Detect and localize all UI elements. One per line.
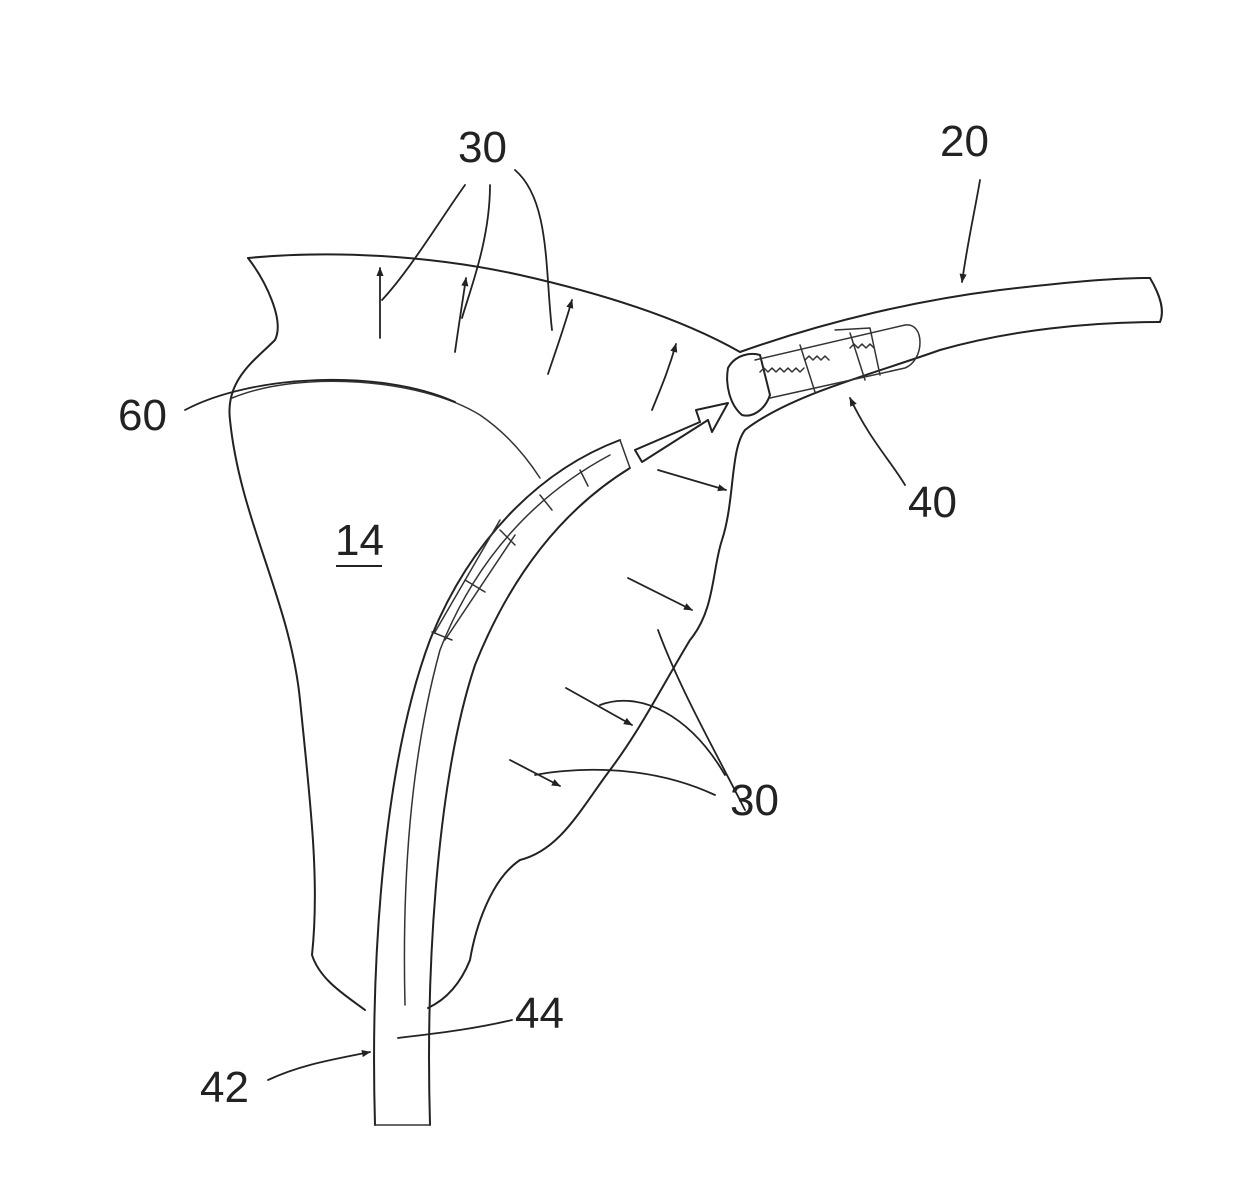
flow-arrows-top	[380, 268, 676, 410]
organ-outline	[229, 258, 365, 1010]
leader-30-top-1	[382, 185, 465, 300]
leader-20	[962, 180, 980, 282]
leader-42	[268, 1052, 370, 1080]
vessel-20-lower	[745, 322, 1160, 430]
device-40	[727, 325, 920, 416]
leader-40	[850, 398, 905, 485]
leader-30-bottom-2	[600, 701, 725, 775]
leader-44	[398, 1020, 512, 1038]
label-30-top: 30	[458, 123, 507, 172]
leader-30-bottom-3	[535, 770, 715, 795]
vessel-20-upper	[740, 278, 1150, 352]
label-42: 42	[200, 1063, 249, 1112]
label-20: 20	[940, 117, 989, 166]
label-14: 14	[335, 516, 384, 565]
deployment-arrow	[635, 403, 728, 462]
leader-30-top-3	[515, 170, 552, 330]
label-40: 40	[908, 478, 957, 527]
inner-boundary-60	[232, 381, 540, 478]
leader-60	[185, 380, 455, 410]
label-30-bottom: 30	[730, 776, 779, 825]
vessel-20-end	[1150, 278, 1162, 322]
flow-arrows-bottom	[510, 470, 726, 786]
organ-top-boundary	[248, 254, 740, 352]
label-60: 60	[118, 391, 167, 440]
leader-30-top-2	[462, 185, 490, 318]
label-44: 44	[515, 989, 564, 1038]
